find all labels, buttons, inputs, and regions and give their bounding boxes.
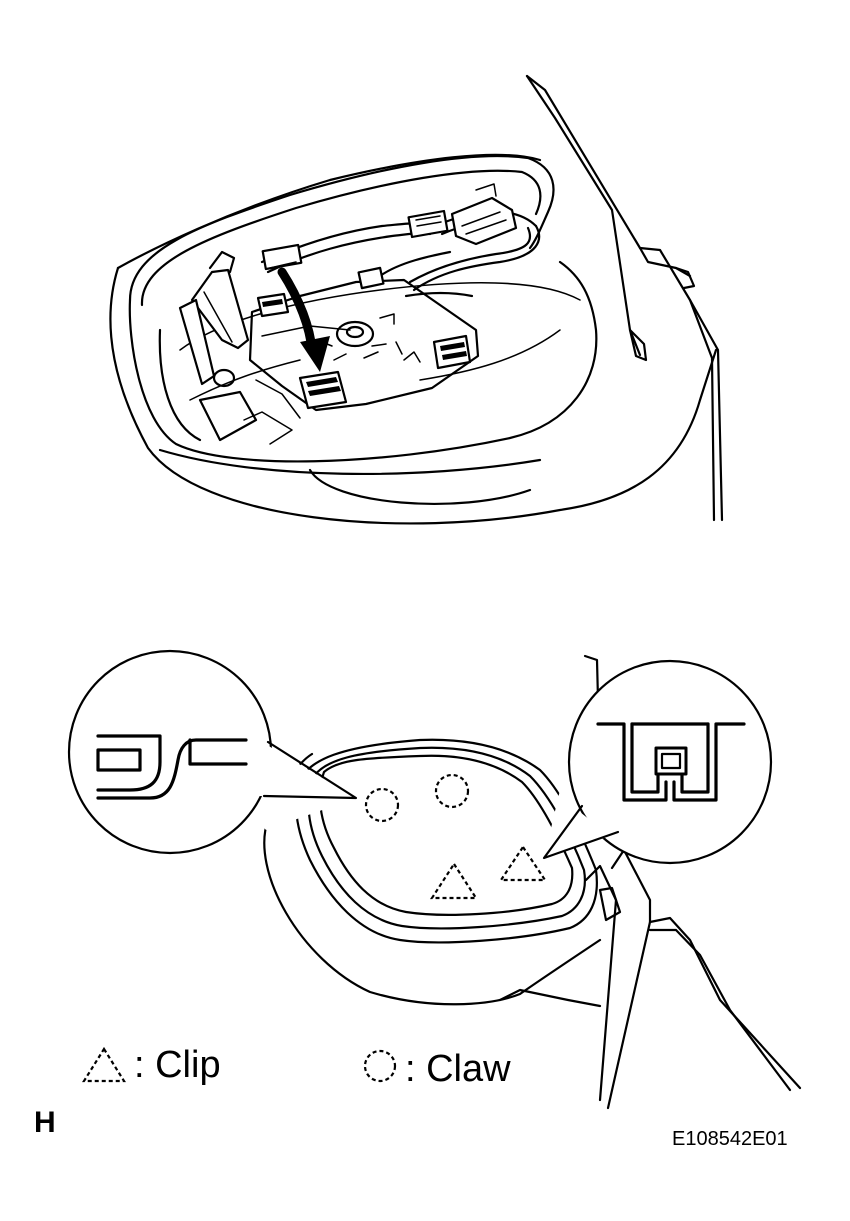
actuator-tab-right — [432, 334, 472, 370]
clip-detail-callout — [542, 659, 773, 865]
actuator-tab-left — [256, 292, 290, 318]
claw-marker-1 — [364, 787, 400, 823]
actuator-tab-front — [298, 370, 348, 410]
figure-code: E108542E01 — [672, 1128, 788, 1150]
legend-clip-label: : Clip — [134, 1044, 221, 1086]
dashed-triangle-icon — [82, 1046, 126, 1083]
clip-marker-2 — [498, 845, 548, 882]
harness-connector-middle — [407, 209, 449, 239]
mirror-housing-bottom — [67, 649, 802, 1110]
dashed-circle-icon — [363, 1049, 397, 1083]
view-letter: H — [34, 1106, 56, 1139]
clip-marker-1 — [429, 861, 479, 900]
claw-detail-callout — [67, 649, 358, 855]
harness-connector-left — [261, 243, 303, 271]
mirror-housing-top — [109, 74, 724, 525]
legend-claw-label: : Claw — [405, 1048, 511, 1090]
arrow-down-icon — [277, 267, 330, 372]
harness-connector-right — [450, 183, 518, 246]
harness-connector-small — [357, 266, 385, 290]
claw-marker-2 — [434, 773, 470, 809]
